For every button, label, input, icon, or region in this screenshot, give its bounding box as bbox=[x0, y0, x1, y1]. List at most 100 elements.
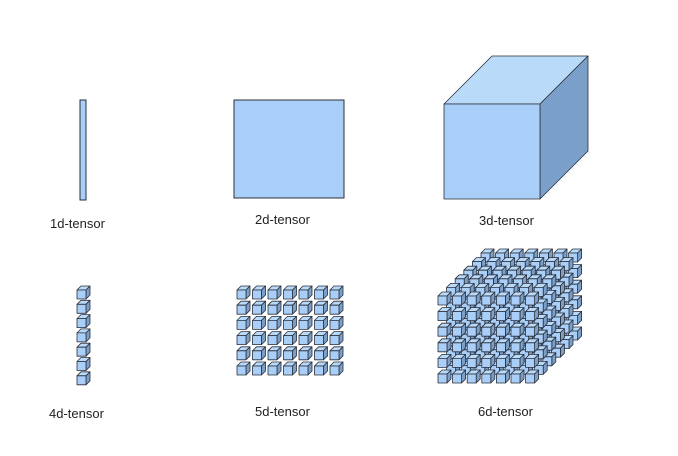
cube-front-face bbox=[466, 295, 477, 306]
cube-front-face bbox=[329, 289, 340, 300]
cube-front-face bbox=[314, 304, 324, 315]
small-cube bbox=[525, 353, 539, 368]
small-cube bbox=[481, 307, 496, 322]
cube-front-face bbox=[76, 303, 87, 314]
small-cube bbox=[329, 300, 344, 315]
cube-front-face bbox=[283, 335, 293, 346]
cube-front-face bbox=[443, 103, 541, 200]
cube-front-face bbox=[437, 357, 448, 368]
cube-front-face bbox=[252, 319, 262, 330]
small-cube bbox=[267, 315, 282, 330]
small-cube bbox=[283, 361, 297, 376]
small-cube bbox=[283, 285, 297, 300]
small-cube bbox=[329, 361, 344, 376]
small-cube bbox=[283, 346, 297, 361]
cube-front-face bbox=[252, 304, 262, 315]
small-cube bbox=[236, 331, 251, 346]
cube-front-face bbox=[252, 289, 262, 300]
cube-front-face bbox=[452, 295, 463, 306]
tensor-3d-shape bbox=[443, 55, 589, 200]
cube-front-face bbox=[481, 311, 492, 322]
small-cube bbox=[481, 338, 496, 353]
small-cube bbox=[466, 322, 481, 337]
cube-front-face bbox=[314, 289, 324, 300]
cube-front-face bbox=[314, 335, 324, 346]
small-cube bbox=[314, 346, 328, 361]
cube-front-face bbox=[76, 318, 87, 329]
small-cube bbox=[298, 300, 313, 315]
small-cube bbox=[236, 346, 251, 361]
tensor-3d-label: 3d-tensor bbox=[479, 213, 535, 228]
small-cube bbox=[283, 300, 297, 315]
small-cube bbox=[466, 353, 481, 368]
cube-front-face bbox=[329, 319, 340, 330]
small-cube bbox=[314, 361, 328, 376]
tensor-4d-label: 4d-tensor bbox=[49, 406, 105, 421]
cube-front-face bbox=[525, 357, 535, 368]
cube-front-face bbox=[283, 289, 293, 300]
cube-front-face bbox=[314, 319, 324, 330]
cube-front-face bbox=[236, 304, 247, 315]
cube-front-face bbox=[466, 357, 477, 368]
cube-front-face bbox=[267, 335, 278, 346]
cube-front-face bbox=[525, 295, 535, 306]
cube-front-face bbox=[298, 335, 309, 346]
small-cube bbox=[329, 285, 344, 300]
small-cube bbox=[236, 361, 251, 376]
cube-front-face bbox=[314, 350, 324, 361]
cube-front-face bbox=[236, 350, 247, 361]
bar bbox=[79, 99, 87, 201]
small-cube bbox=[481, 353, 496, 368]
small-cube bbox=[525, 307, 539, 322]
cube-front-face bbox=[481, 342, 492, 353]
cube-front-face bbox=[76, 361, 87, 371]
tensor-5d-label: 5d-tensor bbox=[255, 404, 311, 419]
small-cube bbox=[437, 307, 452, 322]
cube-front-face bbox=[525, 342, 535, 353]
cube-front-face bbox=[495, 357, 506, 368]
tensor-6d-label: 6d-tensor bbox=[478, 404, 534, 419]
small-cube bbox=[76, 328, 91, 343]
small-cube bbox=[437, 353, 452, 368]
small-cube bbox=[236, 315, 251, 330]
small-cube bbox=[267, 361, 282, 376]
small-cube bbox=[452, 338, 467, 353]
cube-front-face bbox=[510, 342, 521, 353]
small-cube bbox=[76, 342, 91, 357]
small-cube bbox=[525, 291, 539, 306]
small-cube bbox=[252, 300, 266, 315]
cube-front-face bbox=[466, 326, 477, 337]
cube-front-face bbox=[236, 319, 247, 330]
small-cube bbox=[252, 346, 266, 361]
cube-front-face bbox=[481, 357, 492, 368]
small-cube bbox=[510, 353, 525, 368]
small-cube bbox=[298, 346, 313, 361]
small-cube bbox=[314, 315, 328, 330]
cube-front-face bbox=[298, 304, 309, 315]
small-cube bbox=[329, 331, 344, 346]
small-cube bbox=[525, 338, 539, 353]
small-cube bbox=[267, 346, 282, 361]
small-cube bbox=[510, 322, 525, 337]
small-cube bbox=[298, 285, 313, 300]
cube-front-face bbox=[329, 350, 340, 361]
cube-front-face bbox=[481, 373, 492, 384]
cube-front-face bbox=[329, 335, 340, 346]
cube-front-face bbox=[510, 311, 521, 322]
tensor-2d-shape bbox=[233, 99, 345, 199]
cube-front-face bbox=[437, 373, 448, 384]
cube-front-face bbox=[525, 373, 535, 384]
cube-front-face bbox=[298, 350, 309, 361]
small-cube bbox=[298, 361, 313, 376]
small-cube bbox=[466, 338, 481, 353]
small-cube bbox=[437, 322, 452, 337]
small-cube bbox=[525, 369, 539, 384]
cube-front-face bbox=[495, 342, 506, 353]
cube-front-face bbox=[298, 319, 309, 330]
small-cube bbox=[314, 285, 328, 300]
small-cube bbox=[236, 300, 251, 315]
small-cube bbox=[283, 331, 297, 346]
small-cube bbox=[495, 369, 510, 384]
cube-front-face bbox=[452, 373, 463, 384]
cube-front-face bbox=[452, 342, 463, 353]
